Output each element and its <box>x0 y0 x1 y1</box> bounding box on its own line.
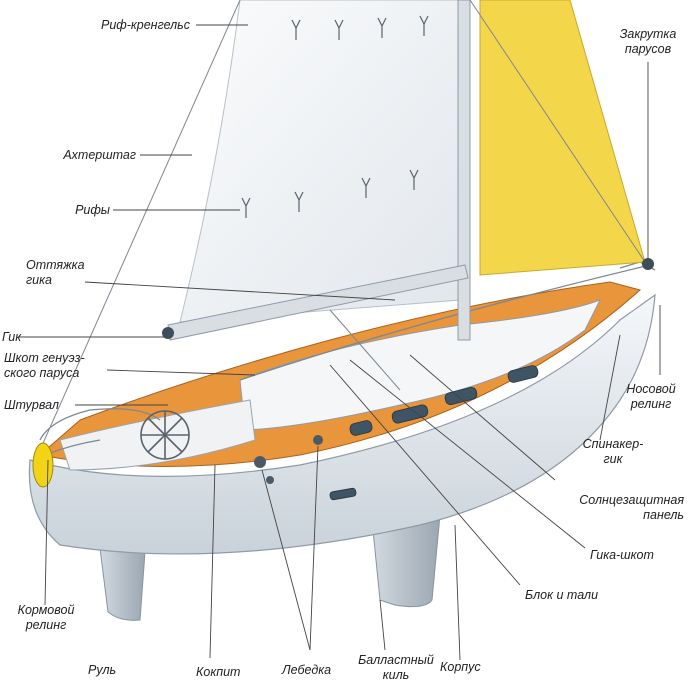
label-lebedka: Лебедка <box>282 663 331 678</box>
mainsail <box>180 0 460 322</box>
label-nosovoy-reling: Носовойрелинг <box>615 382 687 412</box>
label-ottyazhka-gika: Оттяжкагика <box>26 258 85 288</box>
label-rify: Рифы <box>40 203 110 218</box>
label-shturval: Штурвал <box>4 398 59 413</box>
label-kormovoy-reling: Кормовойрелинг <box>2 603 90 633</box>
label-blok-i-tali: Блок и тали <box>525 588 598 603</box>
label-ahtershtag: Ахтерштаг <box>50 148 136 163</box>
label-ballastny-kil: Балластныйкиль <box>352 653 440 683</box>
label-kokpit: Кокпит <box>196 665 240 680</box>
rudder <box>100 548 145 620</box>
label-zakrutka-parusov: Закруткапарусов <box>610 27 686 57</box>
label-gika-shkot: Гика-шкот <box>590 548 654 563</box>
label-solntsezashchitnaya-panel: Солнцезащитнаяпанель <box>548 493 684 523</box>
mast <box>458 0 470 340</box>
label-rul: Руль <box>88 663 116 678</box>
label-shkot-genua: Шкот генуэз-ского паруса <box>4 351 85 381</box>
label-rif-krengels: Риф-кренгельс <box>78 18 190 33</box>
label-spinaker-gik: Спинакер-гик <box>570 437 656 467</box>
label-korpus: Корпус <box>440 660 481 675</box>
steering-wheel <box>141 411 189 459</box>
lifebuoy <box>33 443 53 487</box>
label-gik: Гик <box>2 330 21 345</box>
